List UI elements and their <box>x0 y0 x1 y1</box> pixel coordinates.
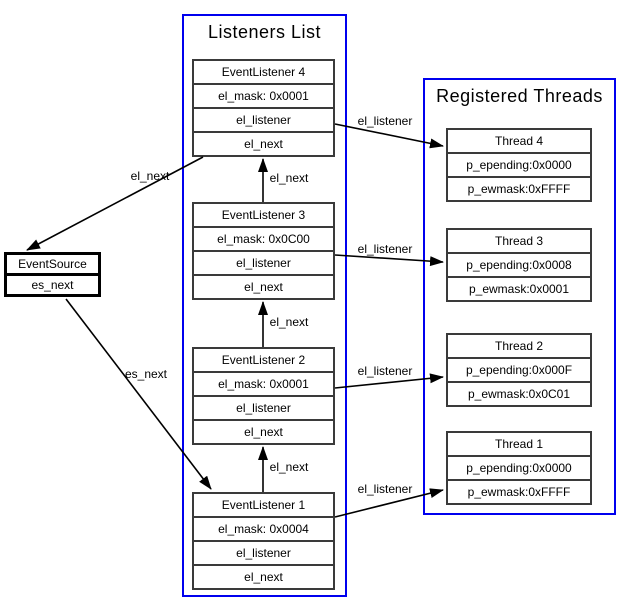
thread-3-box: Thread 3 p_epending:0x0008 p_ewmask:0x00… <box>446 228 592 302</box>
event-listener-4-box: EventListener 4 el_mask: 0x0001 el_liste… <box>192 59 335 157</box>
event-source-title: EventSource <box>4 252 101 276</box>
field-el-next: el_next <box>192 131 335 157</box>
field-el-next: el_next <box>192 419 335 445</box>
field-p-epending: p_epending:0x0008 <box>446 252 592 278</box>
listeners-list-title: Listeners List <box>207 22 322 42</box>
edge-label-es-next: es_next <box>124 367 168 381</box>
event-listener-3-box: EventListener 3 el_mask: 0x0C00 el_liste… <box>192 202 335 300</box>
field-p-epending: p_epending:0x0000 <box>446 455 592 481</box>
field-p-ewmask: p_ewmask:0x0001 <box>446 276 592 302</box>
edge-label-el-next-3-to-4: el_next <box>269 171 309 185</box>
field-p-ewmask: p_ewmask:0xFFFF <box>446 176 592 202</box>
thread-2-box: Thread 2 p_epending:0x000F p_ewmask:0x0C… <box>446 333 592 407</box>
node-title: Thread 1 <box>446 431 592 457</box>
field-p-ewmask: p_ewmask:0xFFFF <box>446 479 592 505</box>
edge-label-el-listener-3: el_listener <box>357 242 413 256</box>
field-el-mask: el_mask: 0x0C00 <box>192 226 335 252</box>
registered-threads-title: Registered Threads <box>436 86 603 106</box>
node-title: Thread 3 <box>446 228 592 254</box>
node-title: EventListener 1 <box>192 492 335 518</box>
edge-label-el-next-1-to-2: el_next <box>269 460 309 474</box>
field-el-listener: el_listener <box>192 540 335 566</box>
node-title: Thread 4 <box>446 128 592 154</box>
node-title: EventListener 2 <box>192 347 335 373</box>
node-title: EventListener 3 <box>192 202 335 228</box>
field-el-next: el_next <box>192 564 335 590</box>
field-p-epending: p_epending:0x0000 <box>446 152 592 178</box>
event-listener-1-box: EventListener 1 el_mask: 0x0004 el_liste… <box>192 492 335 590</box>
edge-label-el-listener-4: el_listener <box>357 114 413 128</box>
field-el-mask: el_mask: 0x0001 <box>192 83 335 109</box>
edge-label-el-listener-2: el_listener <box>357 364 413 378</box>
thread-4-box: Thread 4 p_epending:0x0000 p_ewmask:0xFF… <box>446 128 592 202</box>
edge-label-el-next-2-to-3: el_next <box>269 315 309 329</box>
edge-label-el-listener-1: el_listener <box>357 482 413 496</box>
field-el-mask: el_mask: 0x0004 <box>192 516 335 542</box>
node-title: EventListener 4 <box>192 59 335 85</box>
field-el-mask: el_mask: 0x0001 <box>192 371 335 397</box>
node-title: Thread 2 <box>446 333 592 359</box>
field-el-listener: el_listener <box>192 395 335 421</box>
registered-threads-panel <box>423 78 616 515</box>
thread-1-box: Thread 1 p_epending:0x0000 p_ewmask:0xFF… <box>446 431 592 505</box>
field-el-listener: el_listener <box>192 250 335 276</box>
edge-label-el-next-4-to-source: el_next <box>130 169 170 183</box>
field-p-epending: p_epending:0x000F <box>446 357 592 383</box>
field-el-listener: el_listener <box>192 107 335 133</box>
event-source-box: EventSource es_next <box>4 252 101 297</box>
field-el-next: el_next <box>192 274 335 300</box>
arrow-el-next-4-to-source <box>26 156 204 251</box>
event-listener-2-box: EventListener 2 el_mask: 0x0001 el_liste… <box>192 347 335 445</box>
event-source-field-es-next: es_next <box>4 273 101 297</box>
field-p-ewmask: p_ewmask:0x0C01 <box>446 381 592 407</box>
